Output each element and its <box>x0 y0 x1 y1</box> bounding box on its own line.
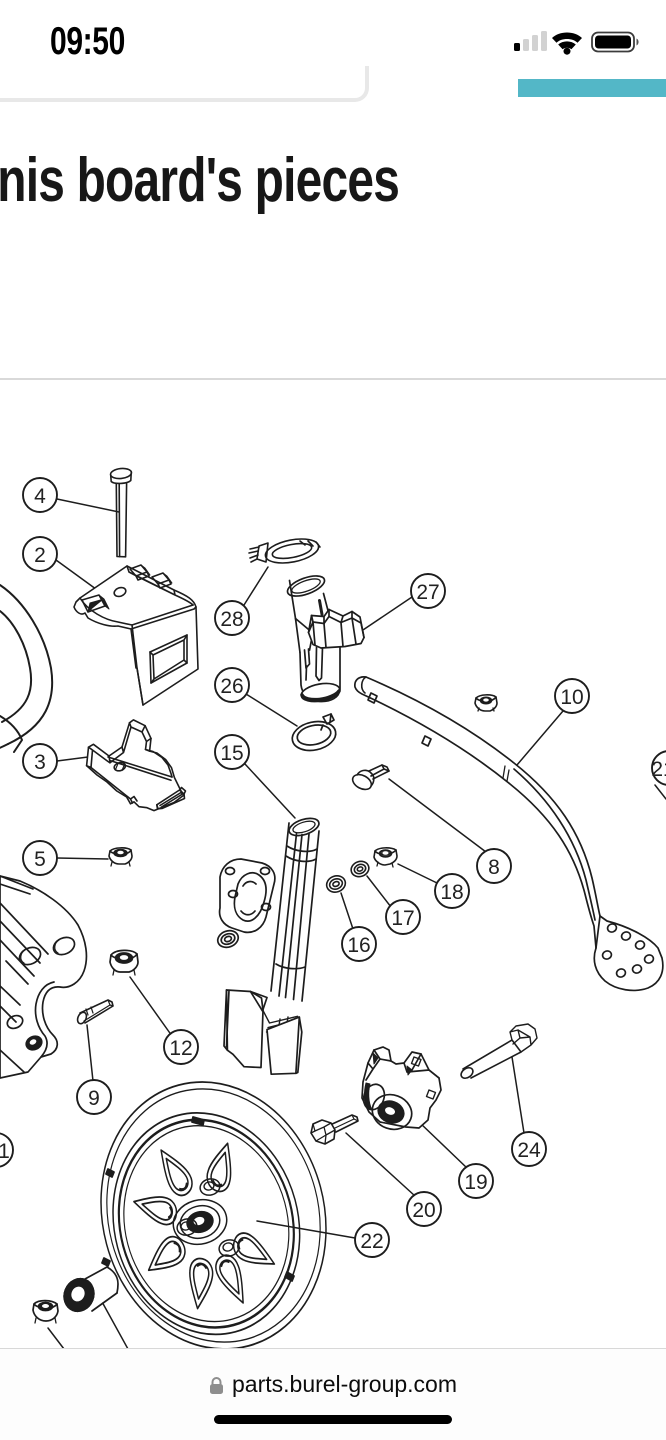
svg-text:24: 24 <box>517 1139 541 1162</box>
svg-text:8: 8 <box>488 856 500 879</box>
svg-text:28: 28 <box>220 608 243 631</box>
svg-text:10: 10 <box>560 686 583 709</box>
svg-text:16: 16 <box>347 934 370 957</box>
svg-text:1: 1 <box>0 1140 10 1163</box>
svg-text:26: 26 <box>220 675 243 698</box>
svg-text:19: 19 <box>464 1171 487 1194</box>
svg-text:9: 9 <box>88 1087 100 1110</box>
svg-text:15: 15 <box>220 742 243 765</box>
svg-text:5: 5 <box>34 848 46 871</box>
svg-text:17: 17 <box>391 907 414 930</box>
svg-text:2: 2 <box>34 544 46 567</box>
svg-text:20: 20 <box>412 1199 435 1222</box>
svg-text:21: 21 <box>651 758 666 781</box>
svg-text:22: 22 <box>360 1230 383 1253</box>
svg-text:18: 18 <box>440 881 463 904</box>
svg-text:12: 12 <box>169 1037 192 1060</box>
svg-text:4: 4 <box>34 485 46 508</box>
svg-text:27: 27 <box>416 581 439 604</box>
svg-text:3: 3 <box>34 751 46 774</box>
